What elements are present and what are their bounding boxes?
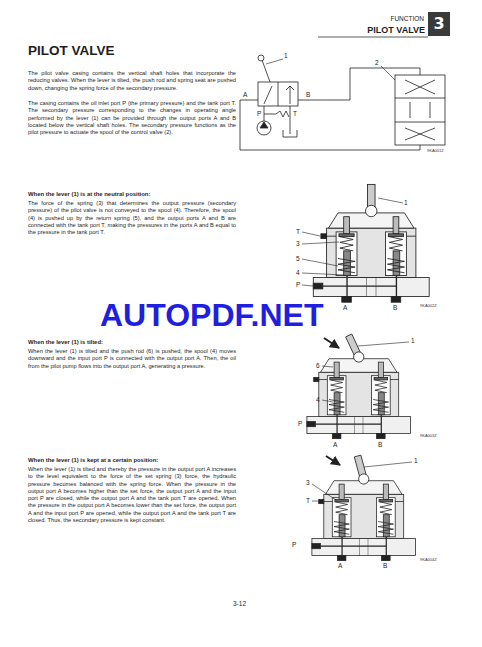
figure-code: 9KA004Z <box>420 557 437 562</box>
port-name: T <box>293 110 297 117</box>
pilot-circuit-schematic-part <box>264 106 265 121</box>
port-name: P <box>257 110 261 117</box>
pilot-circuit-schematic-part <box>240 100 420 150</box>
pilot-circuit-schematic-part <box>381 66 395 80</box>
pilot-valve-tilted-part <box>344 333 365 364</box>
figure-code: 9KA001Z <box>427 148 444 153</box>
watermark: AUTOPDF.NET <box>100 298 323 332</box>
callout-number: 2 <box>375 59 379 66</box>
figure-code: 9KA002Z <box>420 303 437 308</box>
callout-number: 3 <box>306 479 310 486</box>
port-name: P <box>296 281 300 288</box>
pilot-circuit-schematic-part <box>257 121 271 135</box>
pilot-circuit-schematic-part <box>283 130 297 137</box>
leader-lines-part <box>302 273 344 275</box>
leader-lines <box>302 198 403 286</box>
leader-lines-part <box>312 501 318 502</box>
callout-number: 5 <box>296 255 300 262</box>
pilot-circuit-schematic-part <box>258 82 298 106</box>
figure-code: 9KA003Z <box>420 433 437 438</box>
leader-lines-part <box>302 242 339 244</box>
pilot-circuit-schematic-part <box>266 59 283 64</box>
port-name: A <box>333 441 337 448</box>
chapter-tab: 3 <box>428 12 450 36</box>
pilot-valve-neutral-part <box>313 213 429 302</box>
pilot-valve-neutral-part-part <box>366 205 377 216</box>
body-text: The force of the spring (3) that determi… <box>28 200 236 236</box>
port-name: B <box>383 562 387 569</box>
pilot-valve-neutral-part <box>366 184 377 216</box>
body-text: The pilot valve casing contains the vert… <box>28 70 236 92</box>
pilot-circuit-schematic <box>240 55 445 150</box>
running-head: FUNCTION <box>390 15 424 23</box>
callout-number: 6 <box>316 362 320 369</box>
port-name: P <box>292 541 296 548</box>
port-name: B <box>306 91 310 98</box>
pilot-circuit-schematic-part <box>264 86 294 104</box>
callout-number: 4 <box>296 269 300 276</box>
pilot-circuit-schematic-part <box>395 75 445 145</box>
port-name: A <box>343 304 347 311</box>
leader-lines-part <box>326 456 340 465</box>
body-text: When the lever (1) is tilted and the pus… <box>28 348 236 370</box>
leader-lines-part <box>302 259 338 266</box>
section-heading: When the lever (1) is tilted: <box>28 339 103 346</box>
leader-lines-part <box>312 484 336 500</box>
body-text: When the lever (1) is tilted and thereby… <box>28 466 236 524</box>
port-name: T <box>306 497 310 504</box>
pilot-circuit-schematic-part <box>264 111 289 117</box>
port-name: P <box>298 420 302 427</box>
port-name: T <box>296 228 300 235</box>
port-name: B <box>378 441 382 448</box>
chapter-number: 3 <box>428 12 450 36</box>
leader-lines-part <box>324 338 339 348</box>
pilot-circuit-schematic-part <box>405 80 435 140</box>
leader-lines-part <box>358 342 409 346</box>
pilot-valve-tilted-part-part <box>352 350 366 364</box>
leader-lines-part <box>302 232 320 236</box>
pilot-circuit-schematic-part <box>395 98 445 99</box>
callout-number: 1 <box>284 52 288 59</box>
callout-number: 1 <box>411 337 415 344</box>
callout-number: 3 <box>296 240 300 247</box>
pilot-circuit-schematic-part <box>278 82 279 106</box>
pilot-valve-held-part <box>353 455 370 486</box>
pilot-valve-neutral <box>313 184 429 302</box>
pilot-valve-tilted-part <box>307 359 411 439</box>
running-head: PILOT VALVE <box>367 25 425 35</box>
leader-lines <box>322 338 409 402</box>
callout-number: 4 <box>316 396 320 403</box>
body-text: The casing contains the oil inlet port P… <box>28 100 236 136</box>
leader-lines-part <box>322 366 333 367</box>
header-rule <box>318 37 428 38</box>
section-heading: When the lever (1) is at the neutral pos… <box>28 191 150 198</box>
pilot-circuit-schematic-part <box>395 122 445 123</box>
port-name: A <box>243 91 247 98</box>
pilot-circuit-schematic-part <box>290 106 291 134</box>
port-name: B <box>393 304 397 311</box>
section-heading: When the lever (1) is kept at a certain … <box>28 457 158 464</box>
pilot-valve-held <box>312 455 416 561</box>
pilot-valve-held-part <box>312 481 416 561</box>
port-name: A <box>338 562 342 569</box>
page-number: 3-12 <box>233 600 246 608</box>
leader-lines-part <box>302 285 313 286</box>
leader-lines-part <box>364 462 412 467</box>
page-title: PILOT VALVE <box>28 43 115 58</box>
pilot-circuit-schematic-part <box>258 55 264 61</box>
pilot-circuit-schematic-part <box>260 122 268 128</box>
callout-number: 1 <box>404 199 408 206</box>
leader-lines-part <box>322 400 333 402</box>
callout-number: 1 <box>414 457 418 464</box>
leader-lines <box>312 456 412 501</box>
pilot-valve-tilted <box>307 333 411 438</box>
leader-lines-part <box>378 198 403 203</box>
pilot-valve-held-part-part <box>358 473 370 485</box>
